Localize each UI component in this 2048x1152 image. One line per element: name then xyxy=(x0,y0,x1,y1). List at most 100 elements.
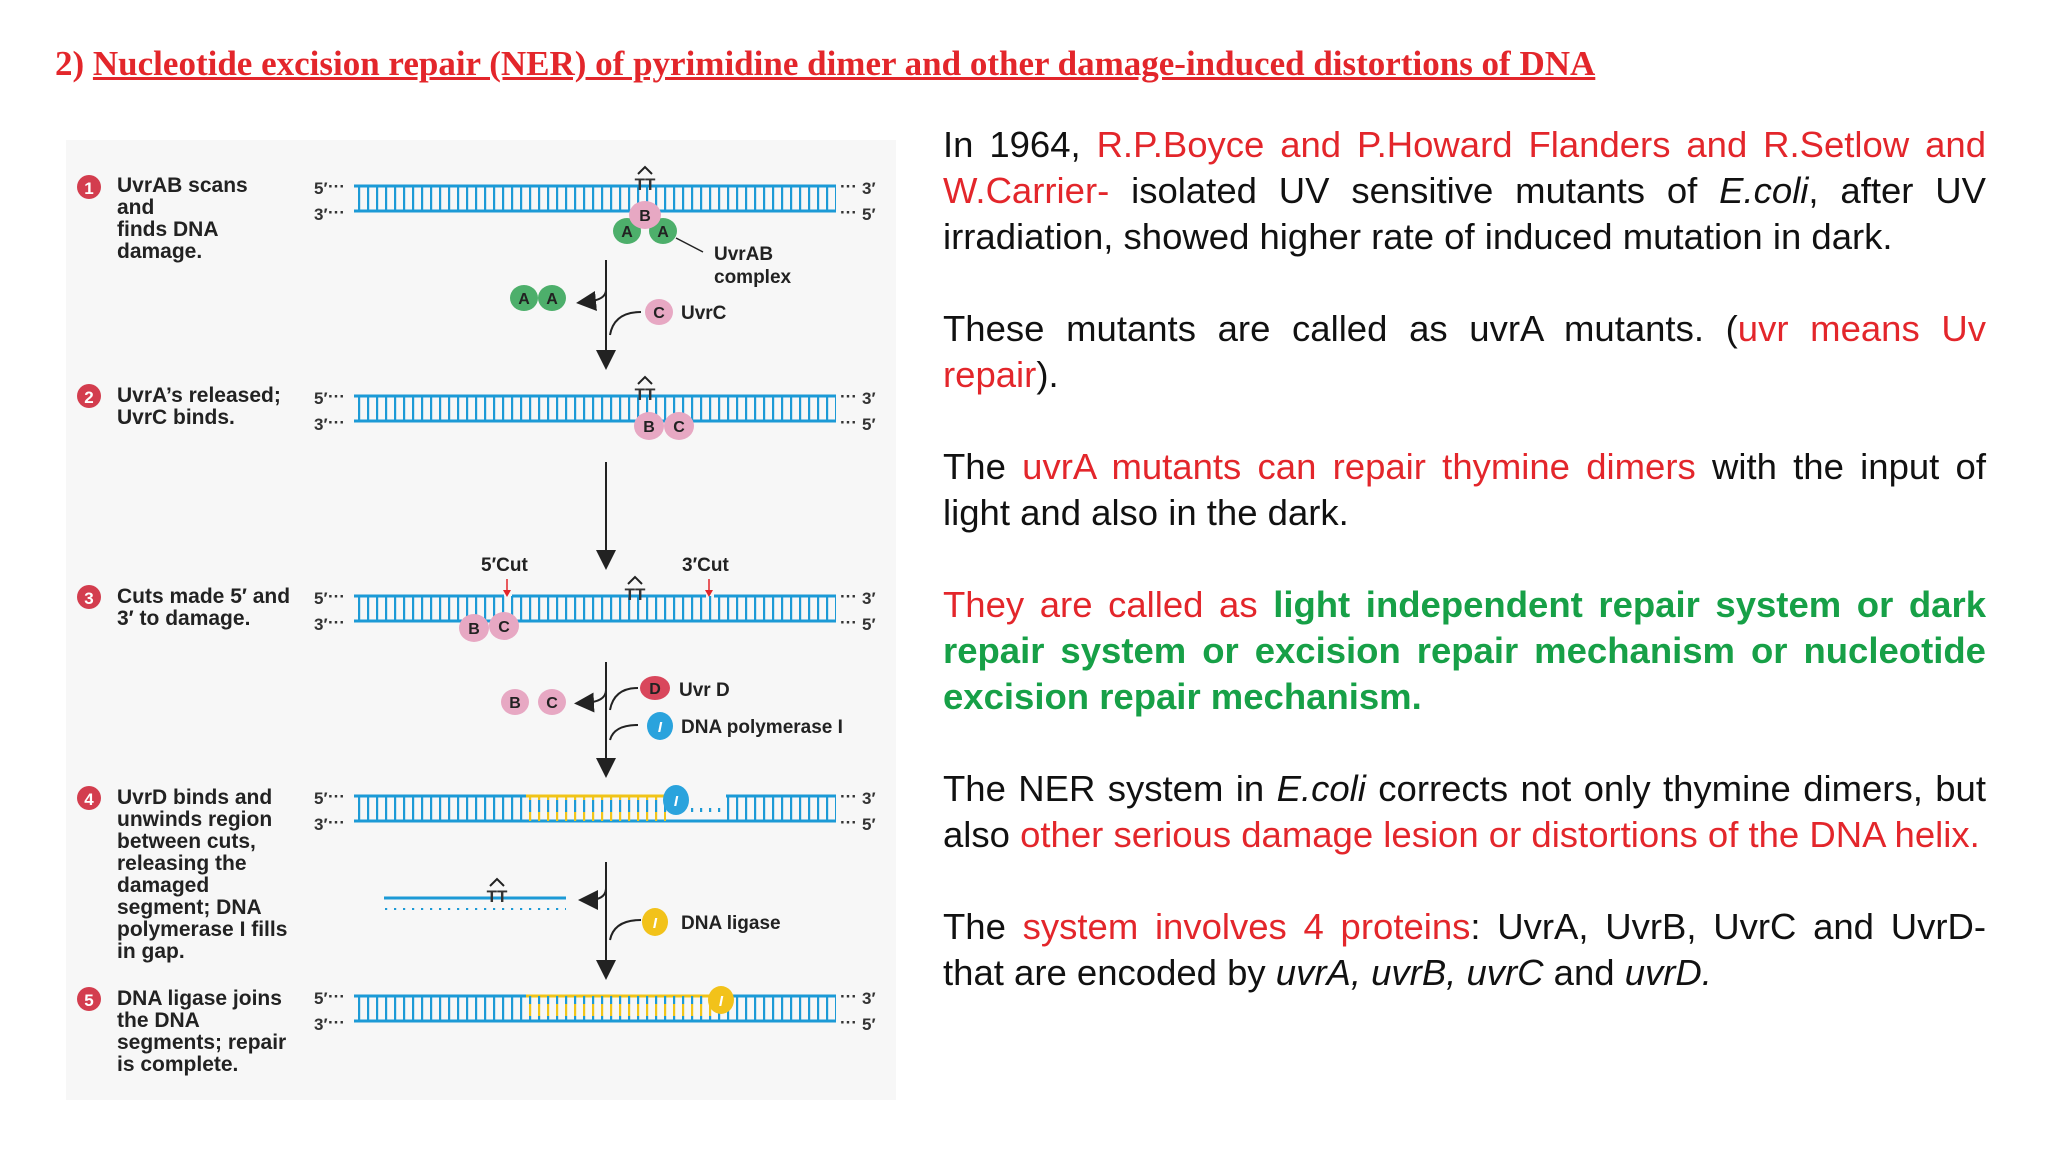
step-5-num: 5 xyxy=(84,991,93,1010)
dots: ··· xyxy=(840,387,857,406)
dna-strand-5: 5′ ··· 3′ ··· I ··· 3′ ··· 5′ xyxy=(314,986,876,1034)
dna-strand-1: 5′ ··· 3′ ··· ··· 3′ ··· 5′ TT A A B Uvr… xyxy=(314,165,876,288)
step-1-line: damage. xyxy=(117,240,202,263)
p1-names: R.P.Boyce and P.Howard Flanders and R.Se… xyxy=(943,124,1986,211)
protein-letter: C xyxy=(653,305,665,322)
protein-letter: C xyxy=(498,619,510,636)
step-3-line: 3′ to damage. xyxy=(117,607,250,630)
uvrb-protein xyxy=(629,201,661,229)
step-2-badge xyxy=(77,384,101,408)
dna-strand-4: 5′ ··· 3′ ··· I ··· 3′ ··· 5′ xyxy=(314,785,876,834)
protein-letter: A xyxy=(518,291,530,308)
released-uvra xyxy=(510,285,538,311)
prime-5-bottom: 5′ xyxy=(862,615,876,634)
thymine-dimer: TT xyxy=(625,585,646,604)
polymerase-label: DNA polymerase I xyxy=(681,717,843,738)
p4-highlight: light independent repair system or dark … xyxy=(943,584,1986,717)
step-2-num: 2 xyxy=(84,388,93,407)
step-5-badge xyxy=(77,987,101,1011)
step-3: 3 Cuts made 5′ and 3′ to damage. xyxy=(77,585,290,630)
title-number: 2) xyxy=(55,44,85,83)
polymerase-icon-letter: I xyxy=(674,793,679,810)
cut-3-label: 3′Cut xyxy=(682,555,729,576)
p1-text: , after UV irradiation, showed higher ra… xyxy=(943,170,1986,257)
prime-3-top: 3′ xyxy=(862,789,876,808)
p1-ecoli: E.coli xyxy=(1719,170,1809,211)
p6-text: The xyxy=(943,906,1023,947)
ner-diagram: 1 UvrAB scans and finds DNA damage. 5′ ·… xyxy=(66,140,896,1100)
prime-3-bottom: 3′ xyxy=(314,415,328,434)
p6-highlight: system involves 4 proteins xyxy=(1022,906,1471,947)
uvrab-complex-label: complex xyxy=(714,267,792,288)
protein-letter: A xyxy=(621,224,633,241)
p6-genes: uvrD. xyxy=(1624,952,1712,993)
step-2-line: UvrA’s released; xyxy=(117,384,281,407)
p5-ecoli: E.coli xyxy=(1276,768,1366,809)
dots: ··· xyxy=(328,413,345,432)
prime-5-top: 5′ xyxy=(314,389,328,408)
dots: ··· xyxy=(840,787,857,806)
released-uvrc xyxy=(538,689,566,715)
prime-5-top: 5′ xyxy=(314,179,328,198)
p6-genes: uvrA, uvrB, uvrC xyxy=(1275,952,1544,993)
protein-letter: C xyxy=(546,695,558,712)
p2-text: ). xyxy=(1036,354,1059,395)
dots: ··· xyxy=(328,203,345,222)
step-5: 5 DNA ligase joins the DNA segments; rep… xyxy=(77,987,286,1076)
step-1-line: finds DNA xyxy=(117,218,219,241)
p4-text: They are called as xyxy=(943,584,1274,625)
protein-letter: B xyxy=(468,621,480,638)
prime-3-top: 3′ xyxy=(862,989,876,1008)
polymerase-icon xyxy=(663,785,689,815)
p1-text: In 1964, xyxy=(943,124,1097,165)
step-4-line: polymerase I fills xyxy=(117,918,287,941)
step-1: 1 UvrAB scans and finds DNA damage. xyxy=(77,174,248,263)
step-5-line: DNA ligase joins xyxy=(117,987,282,1010)
paragraph-3: The uvrA mutants can repair thymine dime… xyxy=(943,444,1986,536)
uvrd-protein xyxy=(640,676,670,700)
ner-diagram-svg: 1 UvrAB scans and finds DNA damage. 5′ ·… xyxy=(77,165,876,1076)
slide-title: 2) Nucleotide excision repair (NER) of p… xyxy=(55,44,1595,84)
p2-text: These mutants are called as uvrA mutants… xyxy=(943,308,1738,349)
prime-3-top: 3′ xyxy=(862,179,876,198)
prime-5-bottom: 5′ xyxy=(862,1015,876,1034)
dots: ··· xyxy=(328,813,345,832)
dots: ··· xyxy=(328,787,345,806)
prime-5-bottom: 5′ xyxy=(862,205,876,224)
p3-highlight: uvrA mutants can repair thymine dimers xyxy=(1022,446,1696,487)
uvrc-protein xyxy=(489,612,519,640)
p3-text: The xyxy=(943,446,1023,487)
p5-text: The NER system in xyxy=(943,768,1277,809)
dna-strand-2: 5′ ··· 3′ ··· ··· 3′ ··· 5′ TT B C xyxy=(314,375,876,440)
step-4-line: UvrD binds and xyxy=(117,786,272,809)
step-4-line: segment; DNA xyxy=(117,896,262,919)
step-4-line: in gap. xyxy=(117,940,185,963)
released-uvrb xyxy=(501,689,529,715)
prime-5-bottom: 5′ xyxy=(862,415,876,434)
transition-4: TT I DNA ligase xyxy=(384,862,781,980)
prime-3-bottom: 3′ xyxy=(314,205,328,224)
step-3-line: Cuts made 5′ and xyxy=(117,585,290,608)
text-panel: In 1964, R.P.Boyce and P.Howard Flanders… xyxy=(943,122,1986,1042)
step-1-line: UvrAB scans xyxy=(117,174,248,197)
uvrc-label: UvrC xyxy=(681,303,727,324)
uvrb-protein xyxy=(459,614,489,642)
ligase-icon-letter: I xyxy=(719,993,724,1010)
prime-5-bottom: 5′ xyxy=(862,815,876,834)
prime-3-top: 3′ xyxy=(862,589,876,608)
prime-3-bottom: 3′ xyxy=(314,615,328,634)
paragraph-4: They are called as light independent rep… xyxy=(943,582,1986,720)
prime-5-top: 5′ xyxy=(314,589,328,608)
step-3-badge xyxy=(77,585,101,609)
dots: ··· xyxy=(328,987,345,1006)
step-4-line: releasing the xyxy=(117,852,247,875)
step-2-line: UvrC binds. xyxy=(117,406,235,429)
dots: ··· xyxy=(840,813,857,832)
p3-text: with the input of light and also in the … xyxy=(943,446,1986,533)
dots: ··· xyxy=(328,613,345,632)
dots: ··· xyxy=(328,387,345,406)
step-5-line: the DNA xyxy=(117,1009,200,1032)
dots: ··· xyxy=(328,177,345,196)
uvrb-protein xyxy=(634,412,664,440)
protein-letter: B xyxy=(639,208,651,225)
